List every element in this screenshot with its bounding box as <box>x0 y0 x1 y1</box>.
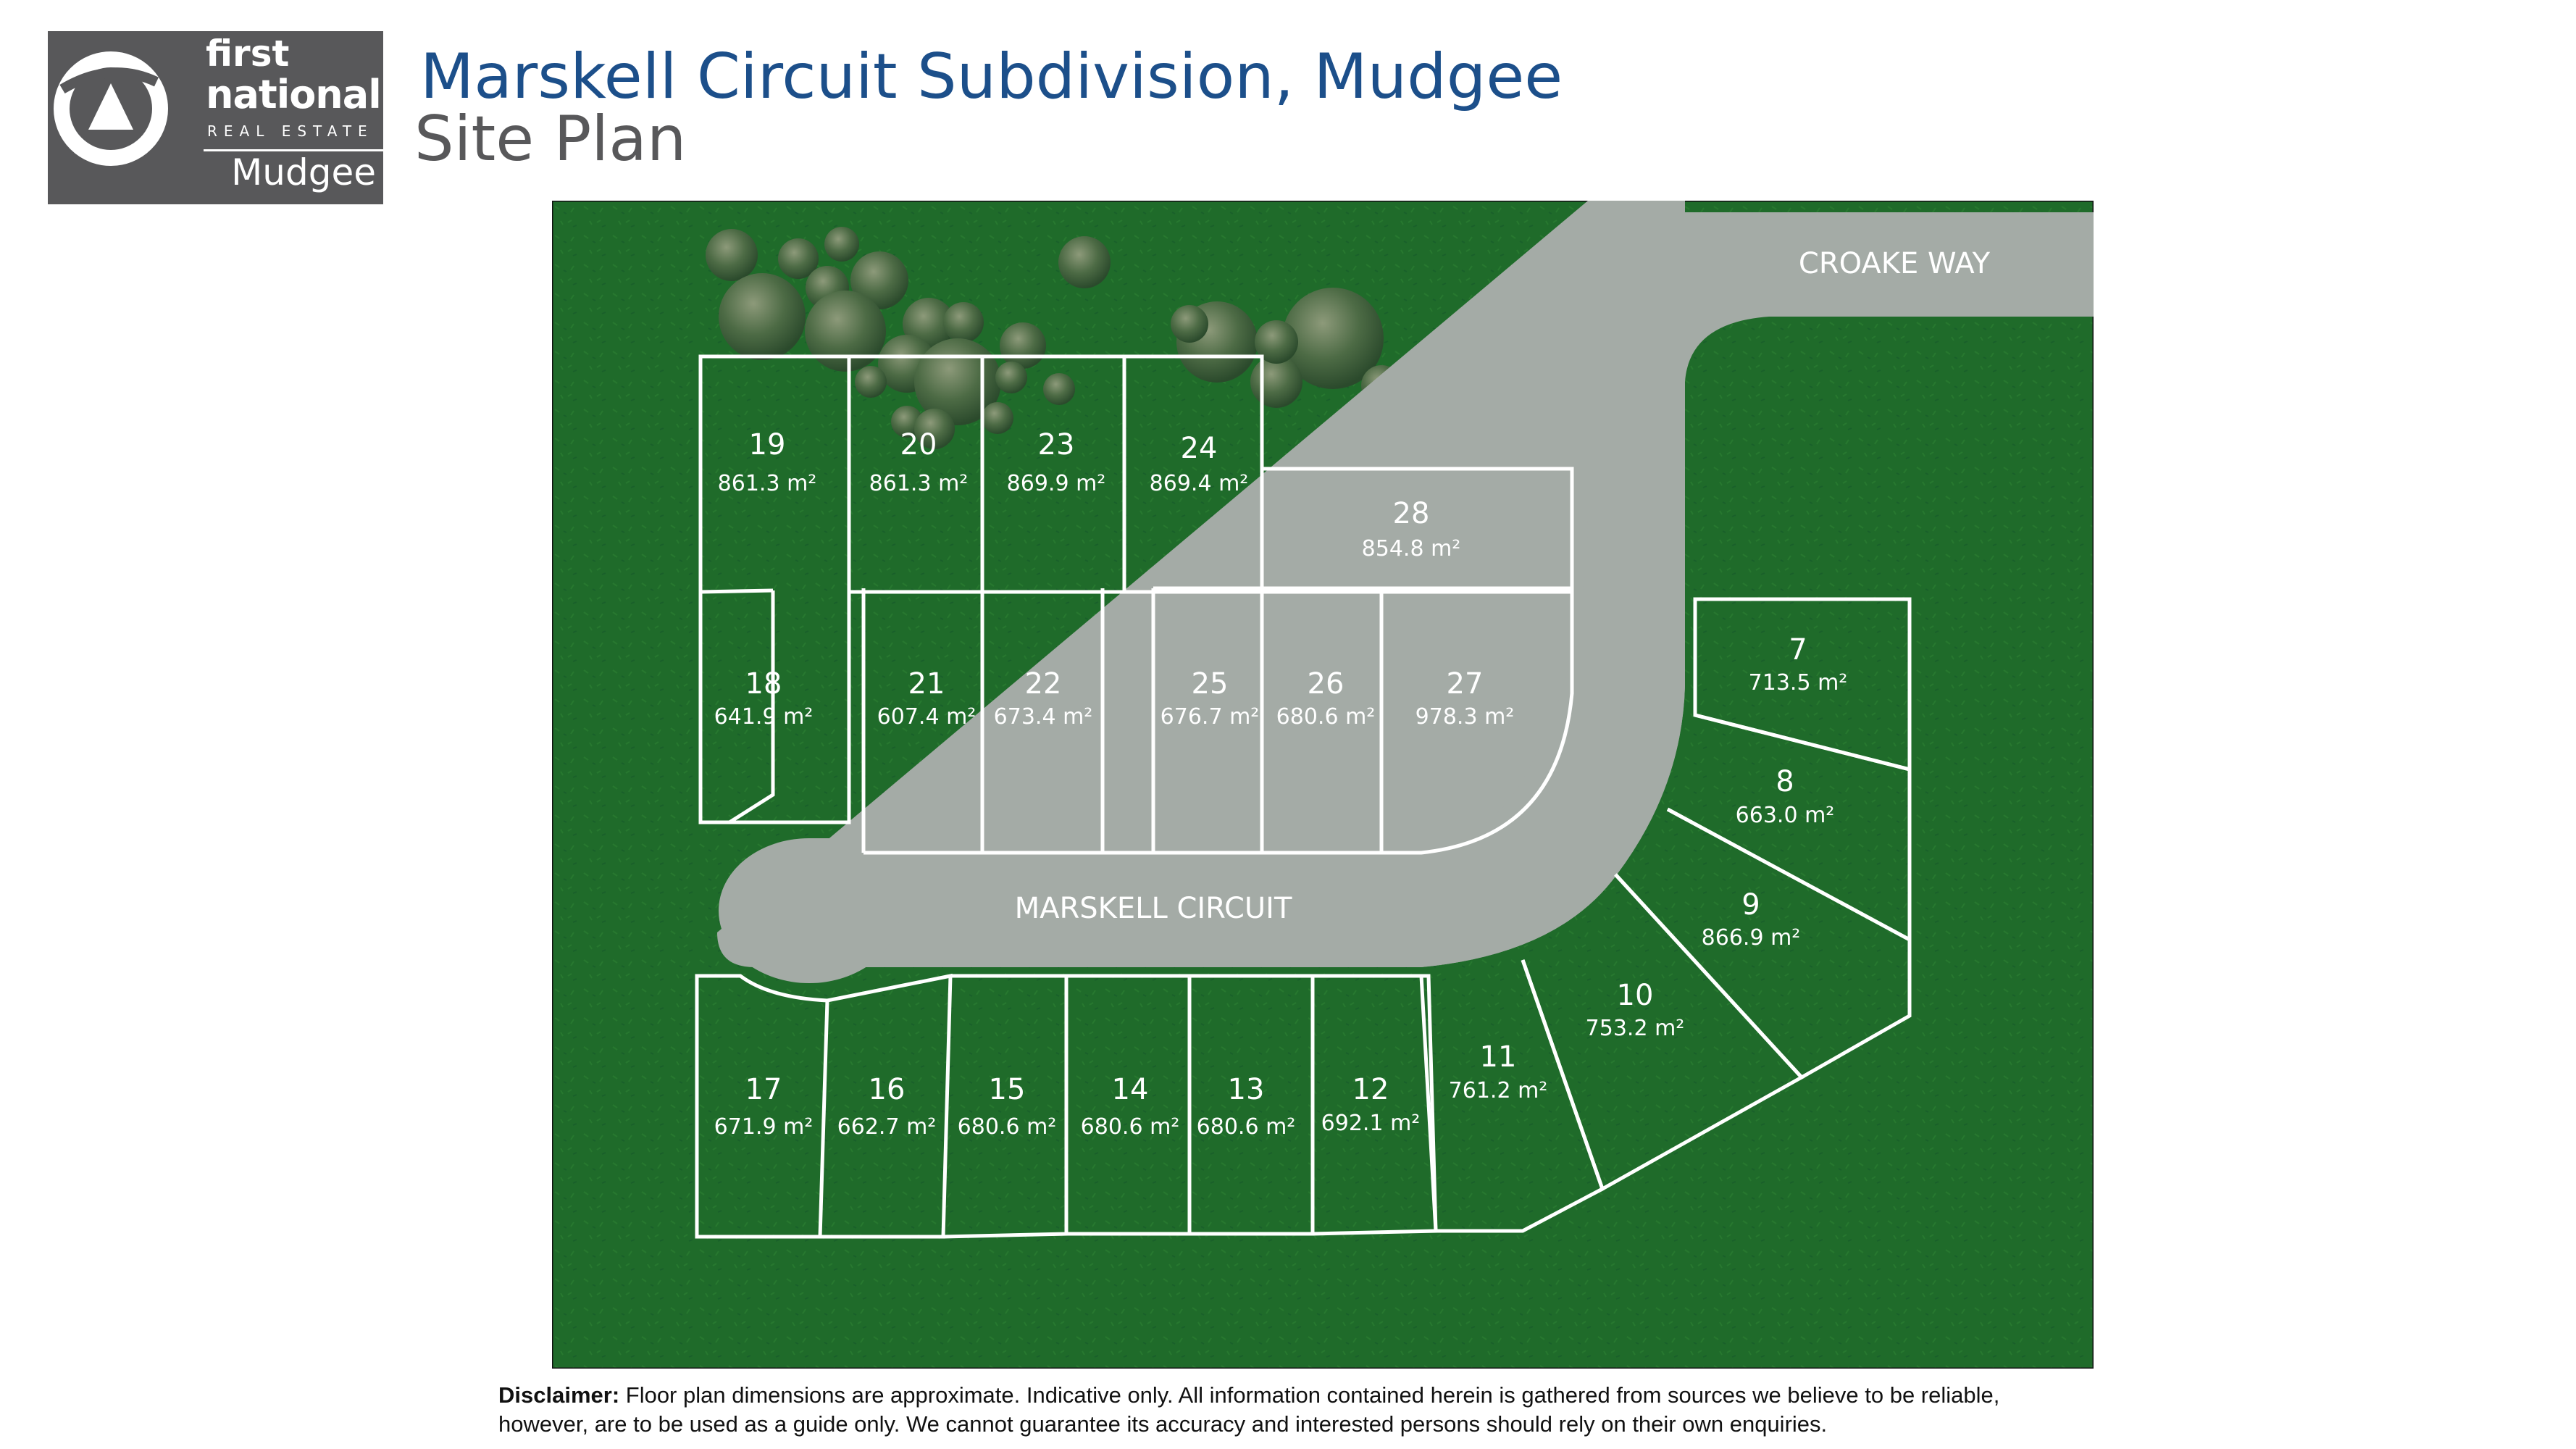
marskell-circuit-road <box>863 201 1685 967</box>
lot-15[interactable]: 15 680.6 m² <box>958 1073 1057 1140</box>
lot-number: 16 <box>869 1073 906 1106</box>
lot-number: 23 <box>1038 428 1075 462</box>
lot-22[interactable]: 22 673.4 m² <box>994 667 1093 730</box>
lot-number: 22 <box>1025 667 1062 701</box>
lot-number: 8 <box>1776 765 1794 798</box>
lot-18[interactable]: 18 641.9 m² <box>714 667 814 730</box>
croake-way-road <box>717 201 2094 967</box>
lot-number: 27 <box>1447 667 1484 701</box>
lot-number: 10 <box>1617 979 1654 1012</box>
lot-area: 753.2 m² <box>1586 1016 1685 1041</box>
logo-first-text: first <box>206 33 290 75</box>
lot-area: 861.3 m² <box>718 471 817 496</box>
lot-area: 680.6 m² <box>1197 1114 1296 1140</box>
tree-cluster <box>706 227 1402 449</box>
lot-8[interactable]: 8 663.0 m² <box>1736 765 1835 828</box>
lot-21[interactable]: 21 607.4 m² <box>877 667 977 730</box>
lot-area: 761.2 m² <box>1449 1078 1548 1103</box>
lot-10[interactable]: 10 753.2 m² <box>1586 979 1685 1041</box>
lot-number: 17 <box>745 1073 782 1106</box>
lot-23[interactable]: 23 869.9 m² <box>1007 428 1106 496</box>
lot-9[interactable]: 9 866.9 m² <box>1702 888 1801 951</box>
logo-real-estate-text: REAL ESTATE <box>207 122 374 140</box>
lot-25[interactable]: 25 676.7 m² <box>1161 667 1260 730</box>
lot-19[interactable]: 19 861.3 m² <box>718 428 817 496</box>
lot-number: 13 <box>1228 1073 1265 1106</box>
logo-national-text: national <box>206 72 382 117</box>
lot-16[interactable]: 16 662.7 m² <box>837 1073 937 1140</box>
lot-26[interactable]: 26 680.6 m² <box>1276 667 1376 730</box>
lot-area: 676.7 m² <box>1161 704 1260 730</box>
lot-11[interactable]: 11 761.2 m² <box>1449 1040 1548 1103</box>
lot-area: 869.4 m² <box>1150 471 1249 496</box>
lot-number: 20 <box>900 428 937 462</box>
marskell-circuit-label: MARSKELL CIRCUIT <box>1015 892 1292 925</box>
lot-20-label[interactable]: 20 861.3 m² <box>869 428 969 496</box>
logo-divider <box>204 149 383 151</box>
lot-number: 12 <box>1352 1073 1389 1106</box>
disclaimer: Disclaimer: Floor plan dimensions are ap… <box>498 1381 2092 1439</box>
lot-area: 861.3 m² <box>869 471 969 496</box>
lot-boundaries <box>695 354 1912 1239</box>
lot-area: 866.9 m² <box>1702 925 1801 951</box>
lot-number: 24 <box>1181 432 1218 465</box>
lot-17[interactable]: 17 671.9 m² <box>714 1073 814 1140</box>
lot-area: 869.9 m² <box>1007 471 1106 496</box>
lot-area: 607.4 m² <box>877 704 977 730</box>
lot-area: 680.6 m² <box>1276 704 1376 730</box>
lot-area: 641.9 m² <box>714 704 814 730</box>
first-national-emblem-icon <box>54 51 168 166</box>
lot-number: 9 <box>1741 888 1760 922</box>
road-network <box>717 201 2094 983</box>
disclaimer-text: Floor plan dimensions are approximate. I… <box>498 1382 2000 1437</box>
lot-number: 21 <box>908 667 945 701</box>
lot-area: 854.8 m² <box>1362 536 1461 561</box>
lot-12[interactable]: 12 692.1 m² <box>1321 1073 1421 1136</box>
page-title: Marskell Circuit Subdivision, Mudgee <box>420 41 1563 113</box>
lot-28[interactable]: 28 854.8 m² <box>1362 497 1461 561</box>
lot-area: 680.6 m² <box>958 1114 1057 1140</box>
lot-number: 7 <box>1789 633 1807 667</box>
logo-town-text: Mudgee <box>231 151 376 193</box>
lot-number: 26 <box>1308 667 1345 701</box>
page-subtitle: Site Plan <box>414 103 687 175</box>
lot-number: 14 <box>1112 1073 1149 1106</box>
first-national-logo: first national REAL ESTATE Mudgee <box>48 31 383 204</box>
lot-area: 713.5 m² <box>1749 670 1848 696</box>
site-plan-map[interactable]: CROAKE WAY MARSKELL CIRCUIT 19 861.3 m² … <box>552 201 2094 1369</box>
lot-number: 18 <box>745 667 782 701</box>
lot-area: 663.0 m² <box>1736 803 1835 828</box>
lot-labels: 19 861.3 m² 23 869.9 m² 24 869.4 m² 28 8… <box>714 428 1848 1140</box>
lot-number: 28 <box>1393 497 1430 530</box>
lot-number: 25 <box>1192 667 1229 701</box>
lot-24[interactable]: 24 869.4 m² <box>1150 432 1249 496</box>
lot-number: 15 <box>989 1073 1026 1106</box>
lot-number: 11 <box>1480 1040 1517 1074</box>
croake-way-label: CROAKE WAY <box>1799 247 1991 280</box>
lot-27[interactable]: 27 978.3 m² <box>1415 667 1515 730</box>
lot-area: 692.1 m² <box>1321 1111 1421 1136</box>
lot-number: 19 <box>749 428 786 462</box>
lot-7[interactable]: 7 713.5 m² <box>1749 633 1848 696</box>
lot-area: 673.4 m² <box>994 704 1093 730</box>
disclaimer-label: Disclaimer: <box>498 1382 620 1408</box>
lot-area: 680.6 m² <box>1081 1114 1180 1140</box>
lot-area: 978.3 m² <box>1415 704 1515 730</box>
lot-area: 662.7 m² <box>837 1114 937 1140</box>
lot-area: 671.9 m² <box>714 1114 814 1140</box>
lot-13[interactable]: 13 680.6 m² <box>1197 1073 1296 1140</box>
lot-14[interactable]: 14 680.6 m² <box>1081 1073 1180 1140</box>
